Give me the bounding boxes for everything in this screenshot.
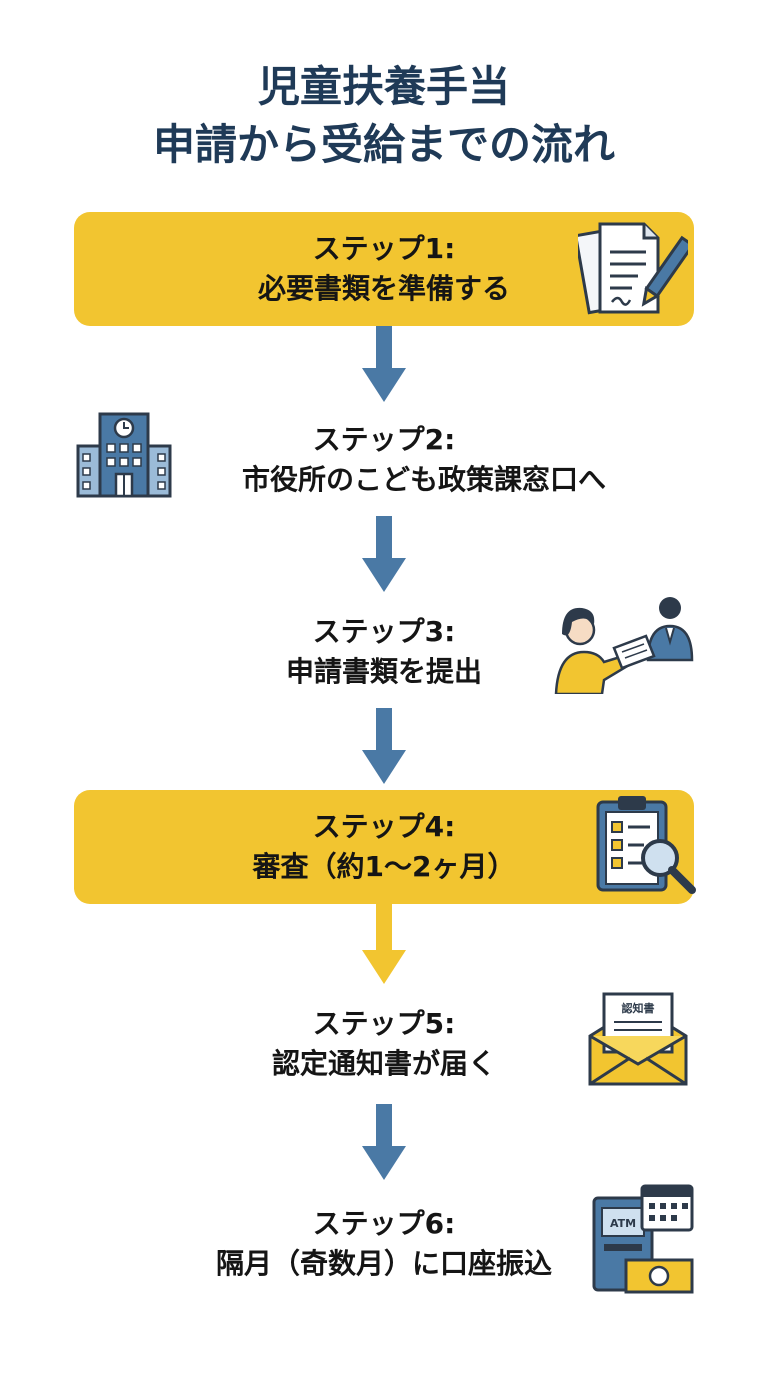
clipboard-magnifier-icon bbox=[596, 796, 696, 894]
step-4-text: 審査（約1～2ヶ月） bbox=[252, 850, 516, 883]
step-5-label: ステップ5: bbox=[312, 1007, 456, 1040]
flow-arrow-3 bbox=[362, 708, 406, 784]
step-4: ステップ4: 審査（約1～2ヶ月） bbox=[74, 790, 694, 904]
page-title: 児童扶養手当 申請から受給までの流れ bbox=[0, 58, 768, 174]
document-pen-icon bbox=[578, 222, 688, 315]
step-3-label: ステップ3: bbox=[312, 615, 456, 648]
step-2-text: 市役所のこども政策課窓口へ bbox=[241, 463, 606, 496]
flow-arrow-1 bbox=[362, 326, 406, 402]
envelope-label: 認知書 bbox=[622, 1001, 655, 1015]
flow-arrow-5 bbox=[362, 1104, 406, 1180]
step-6-label: ステップ6: bbox=[312, 1207, 456, 1240]
step-6-text: 隔月（奇数月）に口座振込 bbox=[215, 1247, 552, 1280]
atm-label: ATM bbox=[610, 1217, 636, 1230]
step-4-label: ステップ4: bbox=[312, 810, 456, 843]
atm-calendar-money-icon: ATM bbox=[592, 1184, 694, 1294]
city-hall-icon bbox=[76, 412, 172, 498]
flow-arrow-2 bbox=[362, 516, 406, 592]
title-line-2: 申請から受給までの流れ bbox=[152, 120, 615, 169]
step-5: ステップ5: 認定通知書が届く bbox=[74, 1004, 694, 1084]
step-3-text: 申請書類を提出 bbox=[285, 655, 482, 688]
step-2-label: ステップ2: bbox=[312, 423, 456, 456]
step-6: ステップ6: 隔月（奇数月）に口座振込 bbox=[74, 1204, 694, 1284]
title-line-1: 児童扶養手当 bbox=[257, 62, 510, 111]
notice-envelope-icon: 認知書 bbox=[588, 992, 688, 1086]
flow-arrow-4 bbox=[362, 904, 406, 984]
submit-document-icon bbox=[554, 597, 694, 694]
step-5-text: 認定通知書が届く bbox=[271, 1047, 496, 1080]
step-1-label: ステップ1: bbox=[312, 232, 456, 265]
step-1-text: 必要書類を準備する bbox=[257, 272, 510, 305]
step-3: ステップ3: 申請書類を提出 bbox=[74, 612, 694, 692]
step-2: ステップ2: 市役所のこども政策課窓口へ bbox=[74, 420, 694, 500]
